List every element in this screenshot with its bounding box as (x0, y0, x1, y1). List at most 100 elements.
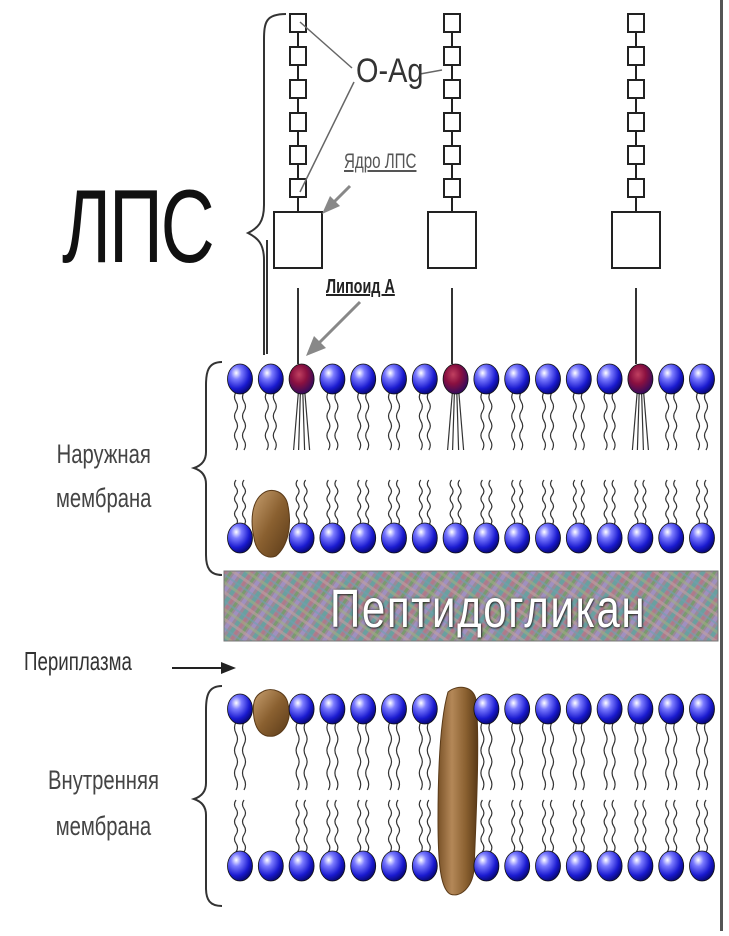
inner-bottom-head (382, 851, 407, 881)
inner-top-head (597, 694, 622, 724)
lipid-a-tail (448, 392, 453, 450)
lipid-a-label: Липоид А (326, 276, 395, 299)
o-antigen-unit (444, 14, 460, 32)
outer-bottom-tail (573, 480, 576, 525)
outer-bottom-tail (243, 480, 246, 525)
outer-bottom-head (228, 523, 253, 553)
outer-bottom-head (597, 523, 622, 553)
inner-bottom-tail (489, 800, 492, 852)
o-antigen-unit (628, 113, 644, 131)
outer-bottom-head (320, 523, 345, 553)
inner-bottom-tail (327, 800, 330, 852)
outer-top-tail (512, 392, 515, 450)
inner-bottom-head (474, 851, 499, 881)
right-border (720, 0, 723, 931)
outer-bottom-head (289, 523, 314, 553)
inner-top-tail (389, 722, 392, 790)
outer-top-head (228, 364, 253, 394)
inner-top-tail (335, 722, 338, 790)
outer-top-tail (265, 392, 268, 450)
inner-top-tail (581, 722, 584, 790)
outer-top-head (505, 364, 530, 394)
o-ag-leader-line-2 (300, 82, 354, 192)
inner-top-tail (573, 722, 576, 790)
o-antigen-unit (290, 80, 306, 98)
inner-top-tail (666, 722, 669, 790)
inner-bottom-head (597, 851, 622, 881)
inner-top-tail (327, 722, 330, 790)
outer-bottom-tail (520, 480, 523, 525)
lipid-a-head (289, 364, 314, 394)
inner-bottom-tail (635, 800, 638, 852)
outer-bottom-tail (397, 480, 400, 525)
inner-bottom-tail (296, 800, 299, 852)
inner-top-tail (635, 722, 638, 790)
inner-top-head (628, 694, 653, 724)
inner-top-tail (304, 722, 307, 790)
inner-bottom-head (628, 851, 653, 881)
inner-top-tail (419, 722, 422, 790)
inner-top-tail (705, 722, 708, 790)
inner-bottom-tail (304, 800, 307, 852)
inner-bottom-tail (643, 800, 646, 852)
inner-membrane-label: Внутренняя мембрана (48, 757, 159, 849)
inner-top-tail (366, 722, 369, 790)
outer-top-tail (612, 392, 615, 450)
outer-top-tail (551, 392, 554, 450)
inner-bottom-tail (358, 800, 361, 852)
outer-top-head (474, 364, 499, 394)
outer-bottom-tail (604, 480, 607, 525)
outer-bottom-tail (358, 480, 361, 525)
inner-bottom-tail (520, 800, 523, 852)
outer-bottom-head (536, 523, 561, 553)
outer-bottom-tail (674, 480, 677, 525)
outer-bottom-head (412, 523, 437, 553)
o-antigen-label: O-Ag (356, 52, 423, 91)
inner-top-tail (235, 722, 238, 790)
inner-membrane-brace (194, 686, 222, 906)
outer-membrane-label-line-2: мембрана (56, 476, 151, 520)
inner-bottom-head (536, 851, 561, 881)
inner-bottom-tail (235, 800, 238, 852)
inner-top-tail (612, 722, 615, 790)
outer-bottom-tail (543, 480, 546, 525)
outer-top-tail (705, 392, 708, 450)
outer-top-head (659, 364, 684, 394)
o-antigen-unit (290, 47, 306, 65)
inner-bottom-tail (612, 800, 615, 852)
inner-bottom-tail (512, 800, 515, 852)
outer-bottom-head (382, 523, 407, 553)
inner-top-tail (551, 722, 554, 790)
outer-bottom-tail (697, 480, 700, 525)
outer-bottom-tail (427, 480, 430, 525)
o-antigen-unit (444, 113, 460, 131)
inner-top-tail (643, 722, 646, 790)
inner-bottom-tail (551, 800, 554, 852)
o-antigen-unit (628, 80, 644, 98)
inner-bottom-tail (674, 800, 677, 852)
outer-top-tail (366, 392, 369, 450)
inner-top-tail (243, 722, 246, 790)
outer-bottom-head (505, 523, 530, 553)
outer-top-head (566, 364, 591, 394)
outer-top-tail (427, 392, 430, 450)
inner-membrane-label-line-1: Внутренняя (48, 757, 159, 803)
o-antigen-unit (444, 179, 460, 197)
outer-top-head (690, 364, 715, 394)
outer-top-tail (358, 392, 361, 450)
o-antigen-unit (628, 47, 644, 65)
inner-bottom-tail (397, 800, 400, 852)
outer-top-tail (666, 392, 669, 450)
inner-bottom-tail (573, 800, 576, 852)
outer-bottom-head (628, 523, 653, 553)
lipid-a-tail (644, 392, 649, 450)
outer-top-tail (489, 392, 492, 450)
outer-bottom-tail (489, 480, 492, 525)
outer-membrane-label: Наружная мембрана (56, 432, 151, 520)
o-antigen-unit (444, 47, 460, 65)
outer-top-tail (674, 392, 677, 450)
inner-top-tail (358, 722, 361, 790)
inner-top-tail (604, 722, 607, 790)
outer-top-tail (581, 392, 584, 450)
